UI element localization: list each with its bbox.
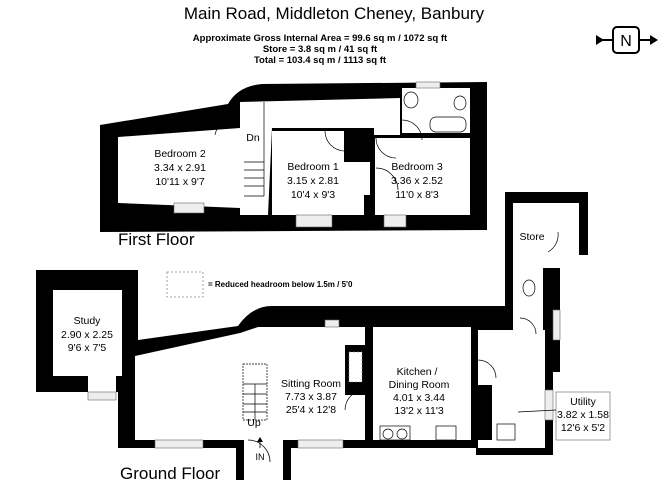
- compass-label: N: [620, 33, 632, 50]
- room-bedroom-3: Bedroom 3 3.36 x 2.52 11'0 x 8'3: [391, 161, 443, 201]
- first-floor-plan: Dn Bedroom 2 3.34 x 2.91 10'11 x 9'7 Bed…: [100, 81, 487, 249]
- svg-text:3.36 x 2.52: 3.36 x 2.52: [391, 175, 443, 187]
- room-store: Store: [519, 231, 544, 243]
- store-area: [513, 203, 579, 268]
- svg-text:Dining Room: Dining Room: [389, 379, 450, 391]
- room-bedroom-1: Bedroom 1 3.15 x 2.81 10'4 x 9'3: [287, 161, 339, 201]
- svg-text:9'6 x 7'5: 9'6 x 7'5: [68, 342, 107, 354]
- first-floor-label: First Floor: [118, 230, 195, 249]
- svg-text:25'4 x 12'8: 25'4 x 12'8: [286, 404, 336, 416]
- room-sitting-room: Sitting Room 7.73 x 3.87 25'4 x 12'8: [281, 378, 341, 416]
- sitting-room-area: [135, 327, 365, 440]
- room-bedroom-2: Bedroom 2 3.34 x 2.91 10'11 x 9'7: [154, 148, 206, 188]
- svg-text:13'2 x 11'3: 13'2 x 11'3: [394, 405, 444, 417]
- study-area: [53, 290, 122, 376]
- bathroom-area: [402, 88, 470, 133]
- plan-title: Main Road, Middleton Cheney, Banbury: [183, 4, 485, 23]
- bedroom-2-area: [118, 128, 240, 208]
- headroom-legend: = Reduced headroom below 1.5m / 5'0: [166, 271, 353, 298]
- svg-text:3.15 x 2.81: 3.15 x 2.81: [287, 175, 339, 187]
- svg-text:Utility: Utility: [570, 396, 596, 408]
- ground-floor-fixtures: [242, 231, 559, 463]
- stairs-down-label: Dn: [246, 132, 260, 144]
- svg-text:Sitting Room: Sitting Room: [281, 378, 341, 390]
- ground-floor-label: Ground Floor: [120, 464, 220, 483]
- svg-text:2.90 x 2.25: 2.90 x 2.25: [61, 329, 113, 341]
- svg-text:Bedroom 3: Bedroom 3: [391, 161, 443, 173]
- gross-area: Approximate Gross Internal Area = 99.6 s…: [192, 33, 448, 44]
- store-area: Store = 3.8 sq m / 41 sq ft: [262, 44, 378, 55]
- svg-text:Bedroom 2: Bedroom 2: [154, 148, 206, 160]
- svg-text:= Reduced headroom below 1.5m: = Reduced headroom below 1.5m / 5'0: [208, 280, 353, 289]
- entrance-arrow-icon: [257, 437, 263, 448]
- svg-text:3.34 x 2.91: 3.34 x 2.91: [154, 162, 206, 174]
- svg-text:10'11 x 9'7: 10'11 x 9'7: [155, 176, 205, 188]
- room-kitchen-dining: Kitchen / Dining Room 4.01 x 3.44 13'2 x…: [389, 366, 450, 417]
- area-summary: Approximate Gross Internal Area = 99.6 s…: [150, 33, 490, 66]
- svg-text:11'0 x 8'3: 11'0 x 8'3: [395, 189, 439, 201]
- stairs-up-label: Up: [247, 417, 261, 429]
- bedroom-3-area: [375, 138, 470, 215]
- svg-text:4.01 x 3.44: 4.01 x 3.44: [393, 392, 445, 404]
- room-utility: Utility 3.82 x 1.58 12'6 x 5'2: [517, 391, 611, 441]
- kitchen-dining-area: [373, 327, 471, 440]
- svg-text:Study: Study: [74, 315, 102, 327]
- landing-area: [240, 98, 400, 215]
- svg-text:Bedroom 1: Bedroom 1: [287, 161, 339, 173]
- svg-text:12'6 x 5'2: 12'6 x 5'2: [561, 422, 605, 434]
- ground-floor-plan: Study 2.90 x 2.25 9'6 x 7'5 Sitting Room…: [36, 192, 611, 483]
- svg-text:Kitchen /: Kitchen /: [397, 366, 438, 378]
- stairs-first-floor: [214, 91, 467, 197]
- wc-area: [513, 268, 543, 330]
- north-arrow-icon: N: [596, 26, 658, 54]
- room-study: Study 2.90 x 2.25 9'6 x 7'5: [61, 315, 113, 354]
- total-area: Total = 103.4 sq m / 1113 sq ft: [253, 55, 387, 66]
- entrance-label: IN: [256, 452, 265, 462]
- chimney-breast: [344, 128, 374, 162]
- svg-text:7.73 x 3.87: 7.73 x 3.87: [285, 391, 337, 403]
- svg-text:10'4 x 9'3: 10'4 x 9'3: [291, 189, 335, 201]
- svg-text:3.82 x 1.58: 3.82 x 1.58: [557, 409, 609, 421]
